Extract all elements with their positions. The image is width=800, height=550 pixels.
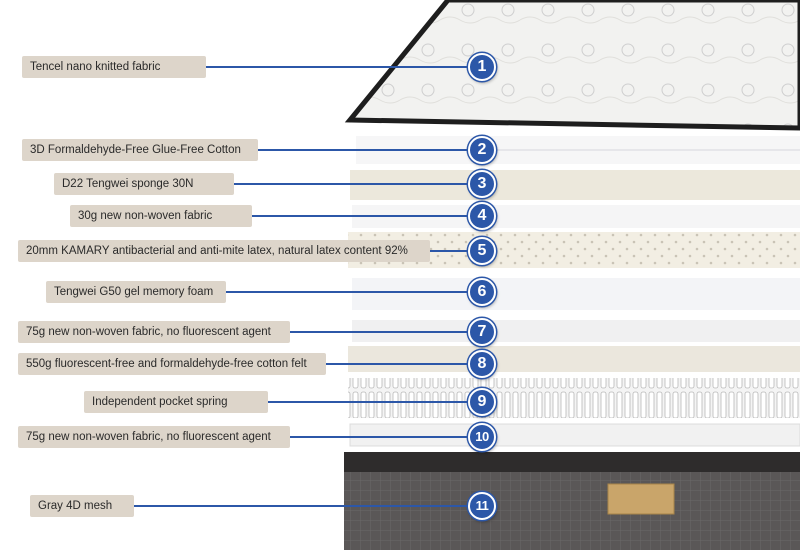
callout-line-10: [290, 436, 468, 438]
callout-line-6: [226, 291, 468, 293]
layer-label-3: D22 Tengwei sponge 30N: [54, 173, 234, 195]
callout-line-11: [134, 505, 468, 507]
layer-number-badge-6: 6: [468, 278, 496, 306]
callout-line-9: [268, 401, 468, 403]
callout-line-4: [252, 215, 468, 217]
layer-number-badge-7: 7: [468, 318, 496, 346]
layer-number-badge-2: 2: [468, 136, 496, 164]
layer-number-badge-5: 5: [468, 237, 496, 265]
callout-line-3: [234, 183, 468, 185]
layer-label-8: 550g fluorescent-free and formaldehyde-f…: [18, 353, 326, 375]
layer-number-badge-11: 11: [468, 492, 496, 520]
layer-11-gray-4d-mesh-base: [344, 452, 800, 550]
layer-label-4: 30g new non-woven fabric: [70, 205, 252, 227]
layer-number-badge-4: 4: [468, 202, 496, 230]
layer-number-badge-8: 8: [468, 350, 496, 378]
layer-1-tencel-top-panel: [344, 0, 800, 131]
layer-label-10: 75g new non-woven fabric, no fluorescent…: [18, 426, 290, 448]
brand-tag: [607, 483, 675, 515]
layer-9-pocket-springs: [348, 378, 800, 418]
layer-6-gel-foam: [352, 278, 800, 310]
callout-line-8: [326, 363, 468, 365]
layer-number-badge-3: 3: [468, 170, 496, 198]
layer-3-sponge: [350, 170, 800, 200]
layer-label-11: Gray 4D mesh: [30, 495, 134, 517]
layer-label-6: Tengwei G50 gel memory foam: [46, 281, 226, 303]
callout-line-5: [430, 250, 468, 252]
layer-4-non-woven: [352, 205, 800, 228]
layer-label-5: 20mm KAMARY antibacterial and anti-mite …: [18, 240, 430, 262]
layer-label-7: 75g new non-woven fabric, no fluorescent…: [18, 321, 290, 343]
callout-line-1: [206, 66, 468, 68]
layer-number-badge-1: 1: [468, 53, 496, 81]
layer-label-9: Independent pocket spring: [84, 391, 268, 413]
layer-label-2: 3D Formaldehyde-Free Glue-Free Cotton: [22, 139, 258, 161]
layer-label-1: Tencel nano knitted fabric: [22, 56, 206, 78]
layer-number-badge-9: 9: [468, 388, 496, 416]
layer-8-cotton-felt: [348, 346, 800, 372]
layer-10-non-woven: [349, 423, 800, 447]
layer-number-badge-10: 10: [468, 423, 496, 451]
layer-7-non-woven: [352, 320, 800, 342]
callout-line-7: [290, 331, 468, 333]
callout-line-2: [258, 149, 468, 151]
